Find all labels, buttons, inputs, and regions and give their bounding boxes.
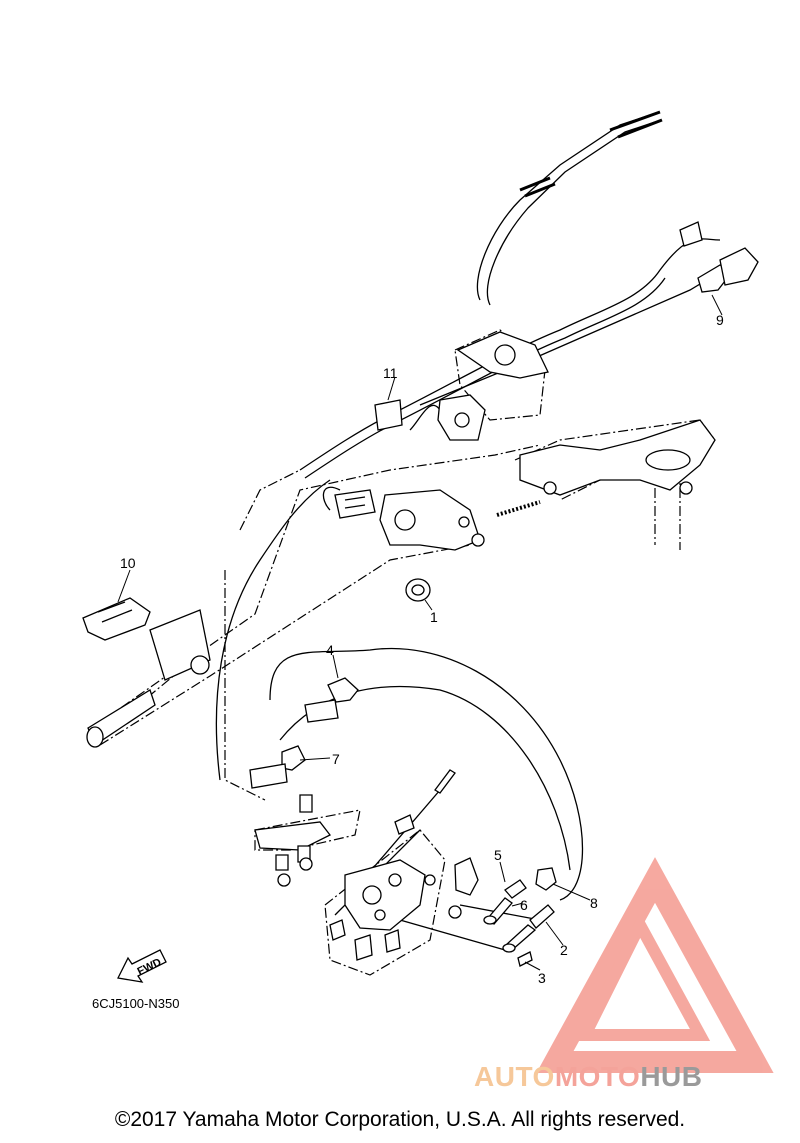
callout-8[interactable]: 8 — [590, 895, 598, 911]
watermark-text: AUTOMOTOHUB — [474, 1061, 702, 1092]
part-2-rod-end — [529, 904, 555, 929]
watermark-part-hub: HUB — [640, 1061, 702, 1092]
callout-4[interactable]: 4 — [326, 642, 334, 658]
part-8-clip — [535, 867, 557, 891]
part-11-clamp — [374, 399, 403, 431]
fwd-arrow-icon: FWD — [117, 949, 167, 983]
copyright-footer: ©2017 Yamaha Motor Corporation, U.S.A. A… — [115, 1108, 685, 1131]
leader-lines — [117, 294, 723, 971]
callout-6[interactable]: 6 — [520, 897, 528, 913]
wire-connector — [334, 489, 376, 519]
callout-10[interactable]: 10 — [120, 555, 136, 571]
parts — [82, 110, 759, 967]
callout-9[interactable]: 9 — [716, 312, 724, 328]
watermark-logo-icon — [536, 857, 774, 1073]
shift-mechanism — [344, 859, 426, 931]
callout-5[interactable]: 5 — [494, 847, 502, 863]
part-5-rod-end — [504, 879, 527, 899]
mount-bracket — [254, 821, 331, 851]
diagram-code: 6CJ5100-N350 — [92, 996, 179, 1011]
part-3-pin — [517, 951, 533, 967]
part-10-grip-cover — [82, 597, 151, 641]
svg-text:AUTOMOTOHUB: AUTOMOTOHUB — [474, 1061, 702, 1092]
watermark-part-auto: AUTO — [474, 1061, 555, 1092]
pivot-bracket — [519, 419, 716, 496]
part-4-clip — [327, 677, 359, 703]
callout-2[interactable]: 2 — [560, 942, 568, 958]
gear-sector — [454, 857, 479, 896]
callout-11[interactable]: 11 — [383, 365, 398, 381]
small-connector — [679, 221, 703, 247]
steering-bracket — [379, 489, 481, 551]
callout-1[interactable]: 1 — [430, 609, 438, 625]
callout-7[interactable]: 7 — [332, 751, 340, 767]
bolt — [277, 873, 291, 887]
callout-3[interactable]: 3 — [538, 970, 546, 986]
watermark-part-moto: MOTO — [555, 1061, 640, 1092]
callout-labels: 1 2 3 4 5 6 7 8 9 10 11 — [120, 312, 724, 986]
